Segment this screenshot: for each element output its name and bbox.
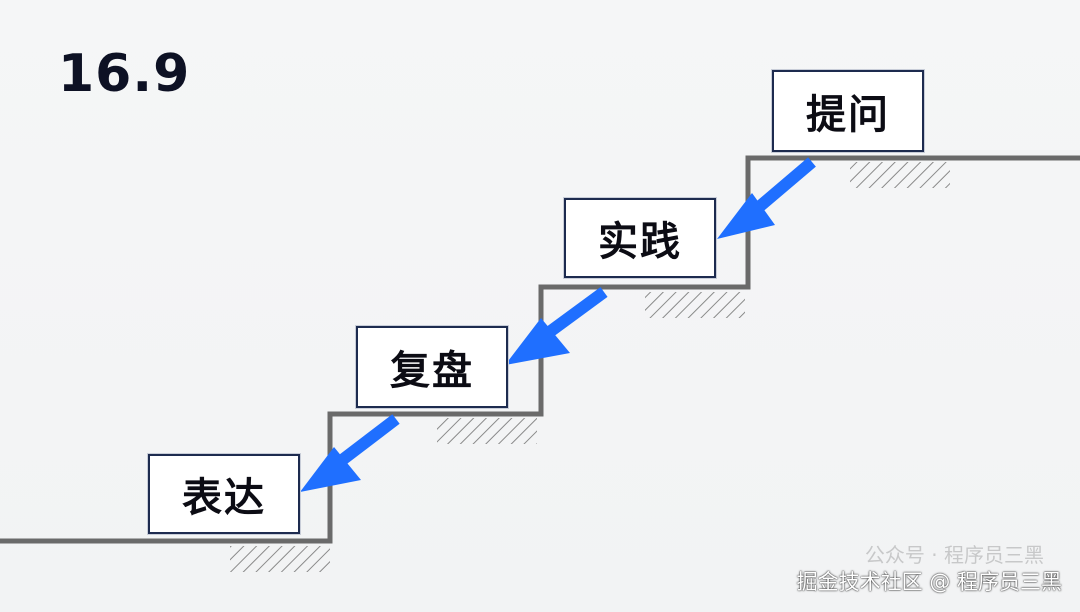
arrow-review-to-express	[300, 414, 400, 492]
arrow-practice-to-review	[505, 287, 608, 365]
step-label-review: 复盘	[356, 326, 508, 408]
step-label-ask: 提问	[772, 70, 924, 152]
step-label-practice: 实践	[564, 198, 716, 278]
ground-hatch-bottom	[230, 546, 330, 572]
arrow-ask-to-practice	[717, 157, 816, 239]
ground-hatch-middle	[437, 418, 537, 444]
ground-hatch-upper	[645, 292, 745, 318]
page-number: 16.9	[58, 44, 191, 104]
step-label-express: 表达	[148, 454, 300, 534]
watermark-faint: 公众号 · 程序员三黑	[864, 543, 1044, 567]
watermark: 掘金技术社区 @ 程序员三黑	[796, 570, 1062, 594]
ground-hatch-top	[850, 162, 950, 188]
